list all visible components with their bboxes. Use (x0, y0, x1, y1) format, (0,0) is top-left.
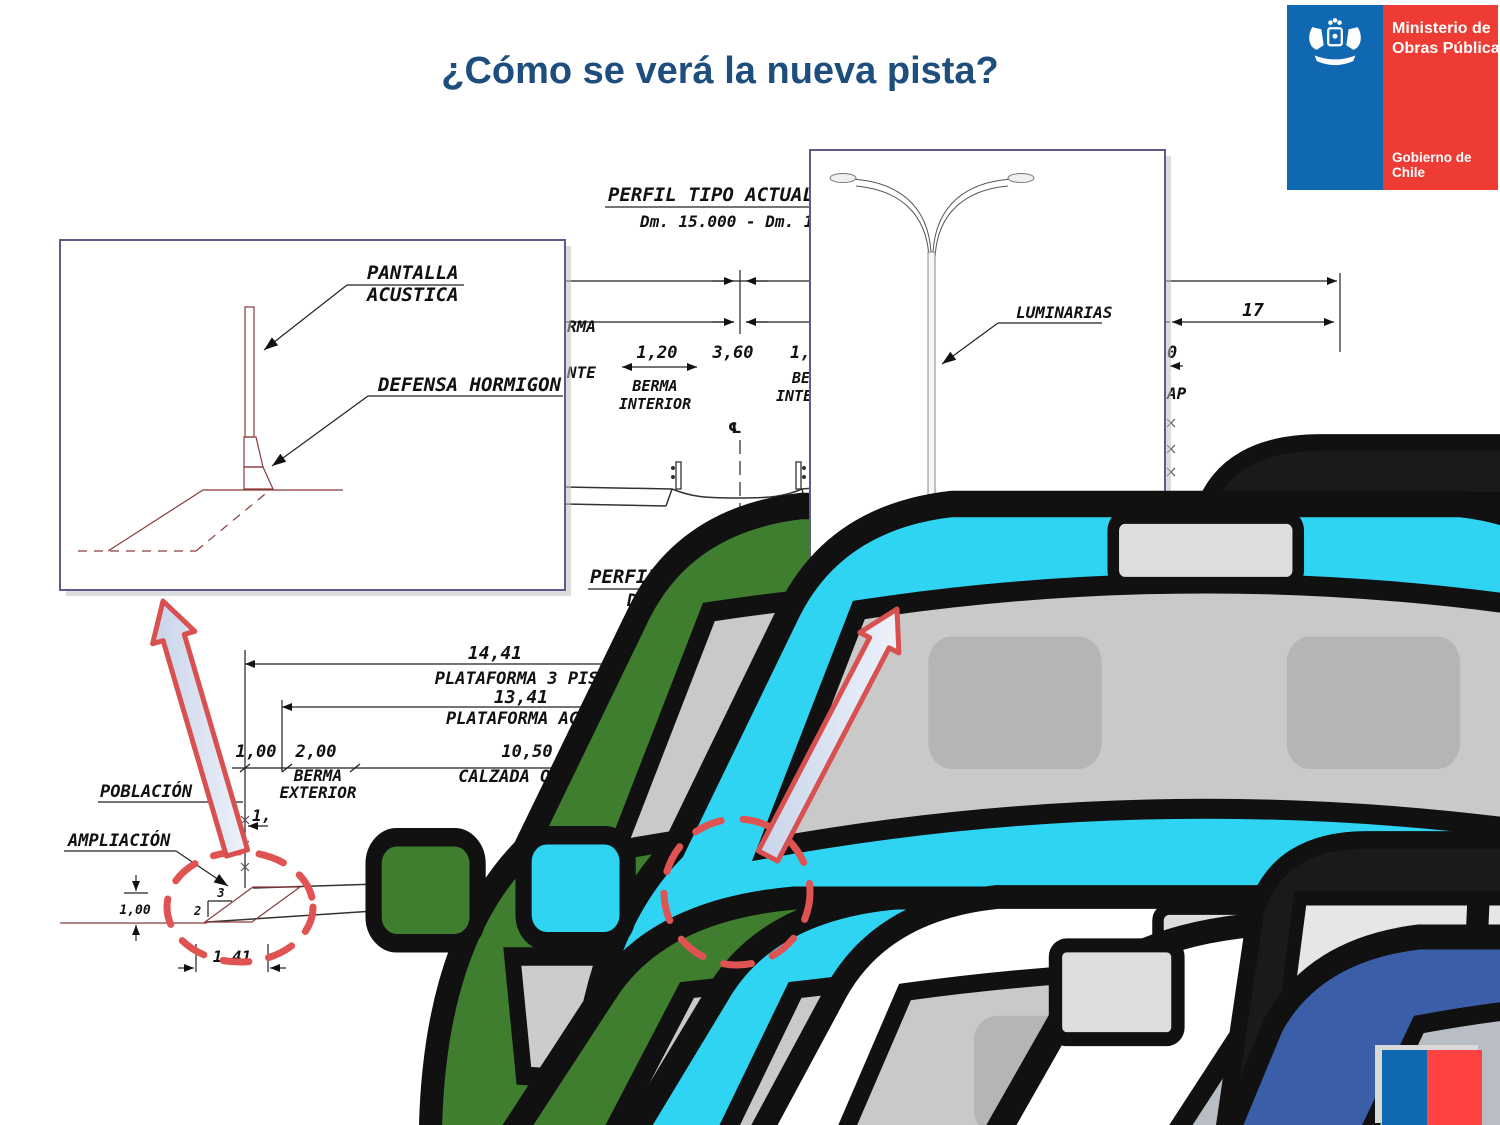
pantalla-label2: ACUSTICA (365, 284, 459, 306)
dim-200-l: 2,00 (295, 742, 337, 762)
svg-text:3: 3 (216, 886, 224, 900)
berma-interior-label2: INTERIOR (619, 395, 691, 413)
logo-red-panel: Ministerio de Obras Públicas Gobierno de… (1383, 5, 1500, 190)
dim-median: 3,60 (712, 343, 754, 363)
top-profile-title: PERFIL TIPO ACTUAL R (608, 184, 837, 206)
oriente-partial: NTE (566, 363, 596, 382)
berma-partial: RMA (567, 317, 596, 336)
partial-ap: AP (1166, 384, 1187, 403)
luminarias-label: LUMINARIAS (1016, 303, 1113, 322)
centerline-symbol-top: ℄ (728, 419, 741, 437)
partial-inte: INTE (776, 387, 813, 405)
berma-ext-left1: BERMA (293, 766, 342, 785)
coat-of-arms-icon (1309, 18, 1361, 66)
street-lamp (829, 173, 1035, 587)
callout-circle-left (163, 848, 317, 966)
slide-title: ¿Cómo se verá la nueva pista? (441, 50, 999, 92)
dim-17: 17 (1242, 300, 1264, 321)
dim-100-l: 1,00 (236, 742, 277, 762)
dim-berma-interior: 1,20 (637, 343, 678, 363)
callout-arrow-left (150, 598, 251, 859)
flag-logo-blue (1382, 1050, 1427, 1125)
dim-partial-left: 1, (252, 806, 271, 825)
ampliacion-wedge-left (203, 886, 302, 923)
logo-blue-panel (1287, 5, 1383, 190)
berma-ext-left2: EXTERIOR (279, 783, 356, 802)
dim-1441-left: 14,41 (468, 643, 522, 664)
ampliacion-left: AMPLIACIÓN (67, 829, 171, 851)
poblacion-label: POBLACIÓN (100, 780, 193, 802)
dim-partial-right: 1, (790, 343, 810, 363)
svg-text:2: 2 (193, 904, 201, 918)
ministry-logo: Ministerio de Obras Públicas Gobierno de… (1287, 5, 1500, 190)
flag-logo-red (1427, 1050, 1482, 1125)
dim-1341-left: 13,41 (494, 687, 548, 708)
dim-100-small-left: 1,00 (119, 903, 150, 918)
berma-interior-label: BERMA (631, 377, 677, 395)
callout-circle-center (660, 815, 814, 969)
partial-be: BE (791, 369, 811, 387)
inset-pantalla-acustica: PANTALLA ACUSTICA DEFENSA HORMIGON (59, 239, 1500, 1125)
defensa-hormigon-label: DEFENSA HORMIGON (377, 374, 562, 396)
pantalla-label1: PANTALLA (367, 262, 459, 284)
top-profile-subtitle: Dm. 15.000 - Dm. 17. (639, 212, 833, 231)
callouts (150, 598, 902, 969)
plataforma-3-left: PLATAFORMA 3 PISTAS (435, 669, 629, 689)
partial-zero: 0 (1167, 343, 1177, 363)
callout-arrow-right (755, 606, 902, 864)
ministry-name: Ministerio de Obras Públicas (1392, 20, 1500, 57)
government-name: Gobierno de Chile (1392, 150, 1472, 180)
dim-1050-l: 10,50 (501, 742, 552, 762)
